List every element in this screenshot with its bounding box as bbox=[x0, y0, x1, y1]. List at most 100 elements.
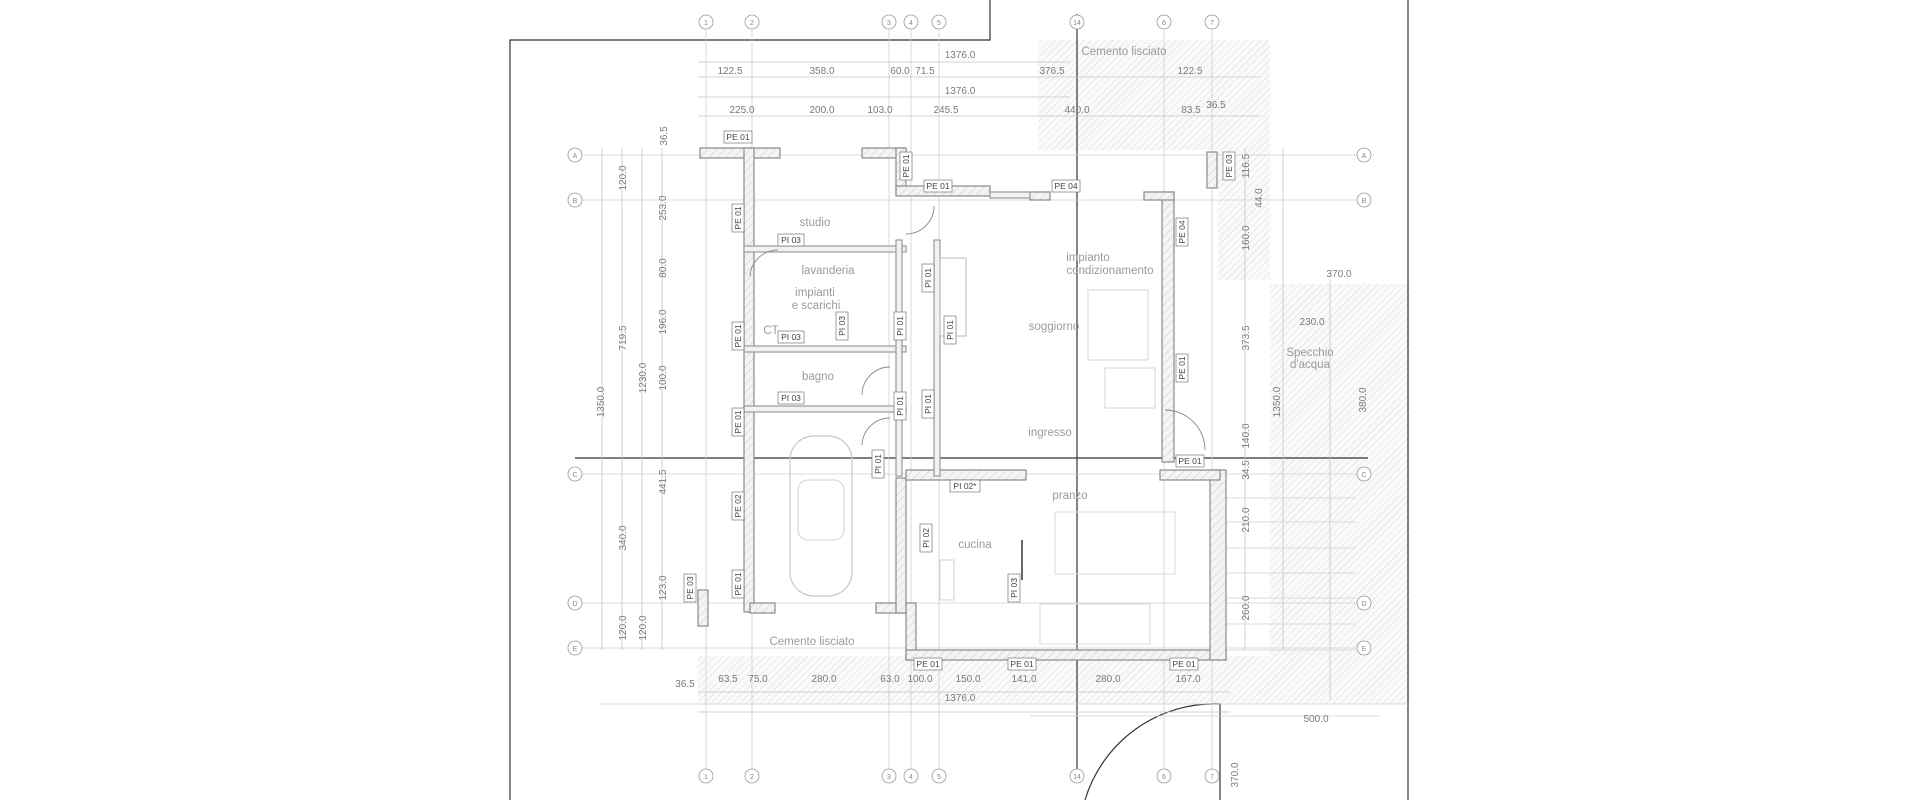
furniture bbox=[939, 257, 1176, 645]
tag-pe03: PE 03 bbox=[685, 576, 695, 599]
room-label-lavanderia: lavanderia bbox=[801, 265, 855, 277]
hatched-paving-bottom bbox=[698, 656, 1410, 704]
axis-label: 2 bbox=[750, 774, 754, 781]
axis-label: 1 bbox=[704, 20, 708, 27]
dimension-text: 122.5 bbox=[1177, 66, 1202, 77]
label-cemento-lisciato-top: Cemento lisciato bbox=[1081, 46, 1166, 58]
room-label-cucina: cucina bbox=[958, 539, 992, 551]
dimension-text: 200.0 bbox=[809, 105, 834, 116]
tag-pi03: PI 03 bbox=[1009, 578, 1019, 598]
dimension-text: 122.5 bbox=[717, 66, 742, 77]
right-dimensions: 116.5 44.0 160.0 373.5 140.0 34.5 210.0 … bbox=[1230, 153, 1369, 787]
left-dimensions: 36.5 120.0 253.0 80.0 196.0 100.0 441.5 … bbox=[596, 126, 670, 641]
axis-label: B bbox=[1362, 198, 1367, 205]
dimension-text: 36.5 bbox=[659, 126, 670, 146]
axis-bubbles-left: A B C D E bbox=[567, 147, 583, 656]
bottom-dimensions: 36.5 63.5 75.0 280.0 63.0 100.0 150.0 14… bbox=[675, 674, 1329, 725]
axis-bubbles-right: A B C D E bbox=[1356, 147, 1372, 656]
tag-pi03: PI 03 bbox=[781, 393, 801, 403]
tag-pi02-star: PI 02* bbox=[953, 481, 977, 491]
tag-pi03: PI 03 bbox=[781, 332, 801, 342]
dimension-text: 1376.0 bbox=[945, 50, 976, 61]
tag-pe01: PE 01 bbox=[916, 659, 939, 669]
tag-pi03: PI 03 bbox=[781, 235, 801, 245]
room-label-scarichi: e scarichi bbox=[792, 300, 841, 312]
label-acqua: d'acqua bbox=[1290, 359, 1331, 371]
dimension-text: 210.0 bbox=[1241, 507, 1252, 532]
dimension-text: 120.0 bbox=[618, 615, 629, 640]
room-label-impianti: impianti bbox=[795, 287, 835, 299]
dimension-text: 1376.0 bbox=[945, 693, 976, 704]
element-tags: PE 01 PE 01 PE 04 PI 03 PI 03 PI 03 PI 0… bbox=[683, 130, 1236, 671]
axis-label: E bbox=[1362, 646, 1367, 653]
dimension-text: 60.0 bbox=[890, 66, 910, 77]
tag-pe04: PE 04 bbox=[1177, 220, 1187, 243]
axis-label: E bbox=[573, 646, 578, 653]
tag-pi01: PI 01 bbox=[895, 396, 905, 416]
tag-pe01: PE 01 bbox=[901, 154, 911, 177]
dimension-text: 1350.0 bbox=[1272, 386, 1283, 417]
dimension-text: 373.5 bbox=[1241, 325, 1252, 350]
room-label-bagno: bagno bbox=[802, 371, 834, 383]
label-cemento-lisciato-bottom: Cemento lisciato bbox=[769, 636, 854, 648]
tag-pe01: PE 01 bbox=[1178, 456, 1201, 466]
dimension-text: 280.0 bbox=[811, 674, 836, 685]
room-label-condizionamento: condizionamento bbox=[1067, 265, 1154, 277]
dimension-text: 245.5 bbox=[933, 105, 958, 116]
axis-bubbles-bottom: 1 2 3 4 5 6 7 14 bbox=[698, 768, 1220, 784]
room-label-impianto: impianto bbox=[1066, 252, 1109, 264]
dimension-text: 380.0 bbox=[1358, 387, 1369, 412]
top-dimensions: 1376.0 122.5 358.0 60.0 71.5 376.5 122.5… bbox=[717, 50, 1226, 116]
room-label-ingresso: ingresso bbox=[1028, 427, 1071, 439]
axis-label: 5 bbox=[937, 774, 941, 781]
tag-pi03: PI 03 bbox=[837, 316, 847, 336]
dimension-text: 80.0 bbox=[658, 258, 669, 278]
tag-pe01: PE 01 bbox=[733, 206, 743, 229]
tag-pe01: PE 01 bbox=[726, 132, 749, 142]
tag-pi02: PI 02 bbox=[921, 528, 931, 548]
axis-label: A bbox=[573, 153, 578, 160]
axis-label: 6 bbox=[1162, 774, 1166, 781]
tag-pe01: PE 01 bbox=[926, 181, 949, 191]
dimension-text: 376.5 bbox=[1039, 66, 1064, 77]
dimension-text: 370.0 bbox=[1230, 762, 1241, 787]
axis-bubbles-top: 1 2 3 4 5 6 7 14 bbox=[698, 14, 1220, 30]
tag-pi01: PI 01 bbox=[873, 454, 883, 474]
dimension-text: 150.0 bbox=[955, 674, 980, 685]
tag-pe01: PE 01 bbox=[733, 324, 743, 347]
dimension-text: 123.0 bbox=[658, 575, 669, 600]
dimension-text: 500.0 bbox=[1303, 714, 1328, 725]
dimension-text: 100.0 bbox=[907, 674, 932, 685]
dimension-text: 260.0 bbox=[1241, 595, 1252, 620]
dimension-text: 160.0 bbox=[1241, 225, 1252, 250]
deck-boards bbox=[1220, 497, 1356, 651]
tag-pi01: PI 01 bbox=[923, 268, 933, 288]
dimension-text: 340.0 bbox=[618, 525, 629, 550]
tag-pe01: PE 01 bbox=[1177, 356, 1187, 379]
axis-label: A bbox=[1362, 153, 1367, 160]
dimension-text: 63.5 bbox=[718, 674, 738, 685]
dimension-text: 1350.0 bbox=[596, 386, 607, 417]
dimension-text: 83.5 bbox=[1181, 105, 1201, 116]
label-specchio: Specchio bbox=[1286, 347, 1333, 359]
room-label-soggiorno: soggiorno bbox=[1029, 321, 1080, 333]
tag-pe01: PE 01 bbox=[1172, 659, 1195, 669]
axis-label: C bbox=[1361, 472, 1366, 479]
dimension-text: 358.0 bbox=[809, 66, 834, 77]
tag-pe01: PE 01 bbox=[733, 410, 743, 433]
axis-label: D bbox=[1361, 601, 1366, 608]
dimension-text: 225.0 bbox=[729, 105, 754, 116]
axis-label: 6 bbox=[1162, 20, 1166, 27]
dimension-text: 44.0 bbox=[1254, 188, 1265, 208]
tag-pe01: PE 01 bbox=[733, 572, 743, 595]
axis-label: 7 bbox=[1210, 20, 1214, 27]
room-label-ct: CT bbox=[763, 325, 778, 337]
dimension-text: 140.0 bbox=[1241, 423, 1252, 448]
axis-label: 4 bbox=[909, 20, 913, 27]
dimension-text: 120.0 bbox=[638, 615, 649, 640]
dimension-text: 167.0 bbox=[1175, 674, 1200, 685]
axis-marker-label: 14 bbox=[1073, 20, 1081, 27]
axis-label: 3 bbox=[887, 20, 891, 27]
tag-pi01: PI 01 bbox=[923, 394, 933, 414]
